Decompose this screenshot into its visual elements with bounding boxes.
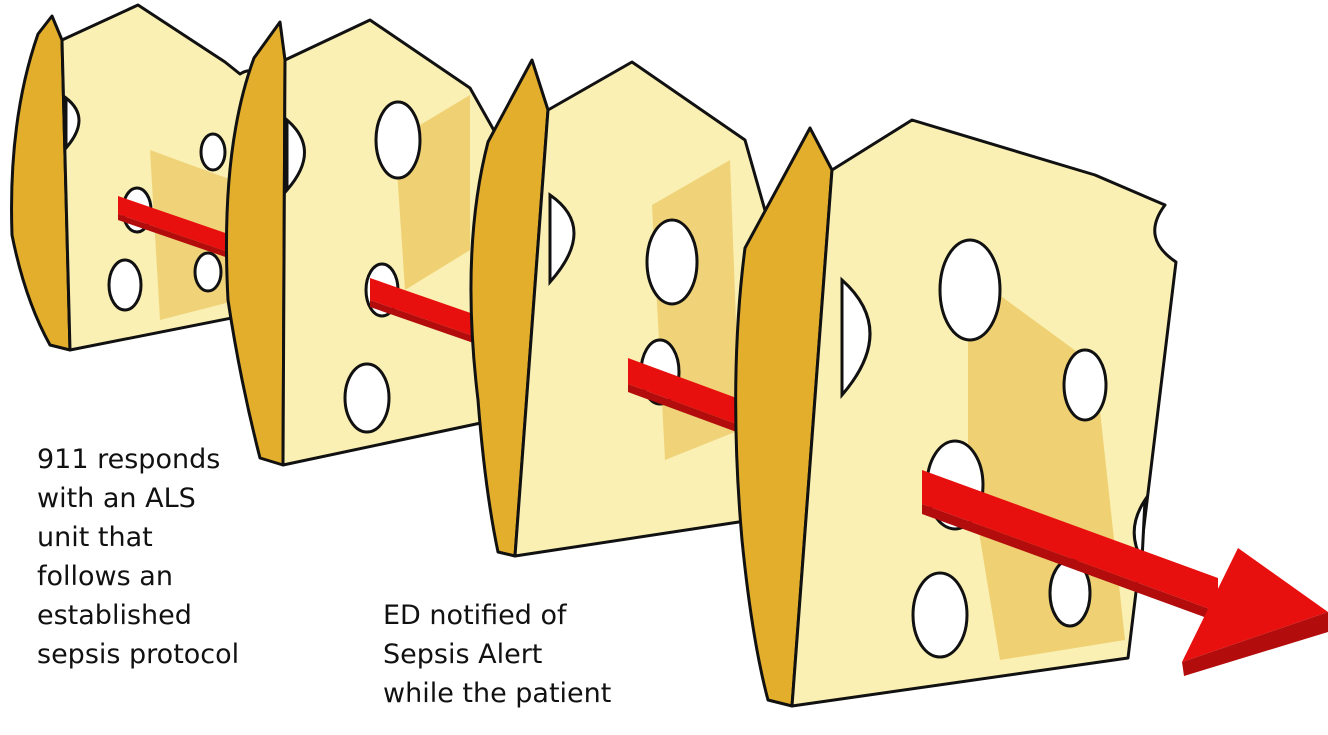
- cheese-slice-2-hole: [376, 102, 420, 178]
- cheese-slice-1-hole: [201, 134, 225, 170]
- cheese-slice-1: [12, 5, 262, 350]
- cheese-slice-2: [226, 20, 505, 465]
- cheese-slice-4-hole: [940, 240, 1000, 340]
- cheese-slice-4: [736, 120, 1176, 706]
- cheese-slice-1-hole: [195, 253, 221, 291]
- cheese-slice-1-hole: [109, 260, 141, 310]
- cheese-slice-2-hole: [345, 364, 389, 432]
- cheese-slice-3-hole: [647, 220, 697, 304]
- caption-911-response: 911 responds with an ALS unit that follo…: [37, 440, 277, 674]
- cheese-slice-3: [471, 60, 770, 556]
- cheese-slice-4-hole: [913, 573, 967, 657]
- cheese-slice-4-hole: [1064, 350, 1106, 420]
- caption-ed-notified: ED notified of Sepsis Alert while the pa…: [383, 596, 643, 713]
